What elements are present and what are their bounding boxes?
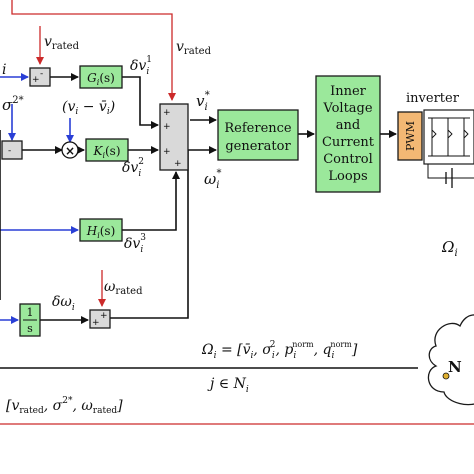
- g-block-sub: i: [97, 78, 100, 87]
- sigma-sq-label: σ2*: [2, 95, 24, 114]
- main-sum-plus-1: +: [163, 108, 171, 118]
- omega-star-label: ωi*: [204, 168, 221, 191]
- integrator-denominator: s: [27, 322, 33, 335]
- omega-set-definition: Ωi = [v̄i, σi2, pinorm, qinorm]: [201, 340, 358, 361]
- h-block-sub: i: [97, 231, 100, 240]
- main-sum-plus-2: +: [163, 122, 171, 132]
- pwm-block: PWM: [397, 111, 423, 161]
- omega-right-label: Ωi: [441, 238, 458, 259]
- inner-line3: and: [336, 118, 360, 133]
- g-block-arg: (s): [99, 71, 115, 85]
- network-letter: N: [448, 358, 462, 376]
- red-wire-top-loop: [11, 0, 176, 101]
- reference-generator-line1: Reference: [224, 121, 292, 136]
- multiplier-symbol: ×: [65, 144, 75, 158]
- inner-line5: Control: [323, 152, 373, 167]
- g-block: Gi(s): [79, 65, 123, 89]
- sum1-plus-sign: +: [32, 75, 40, 85]
- integrator-numerator: 1: [27, 306, 34, 319]
- k-block-sub: i: [102, 151, 105, 160]
- sum2-minus-sign: -: [8, 146, 11, 156]
- inner-line4: Current: [322, 135, 375, 150]
- delta-v2-label: δvi2: [122, 157, 144, 179]
- delta-v1-label: δvi1: [130, 55, 152, 77]
- main-summing-junction: + + + +: [159, 103, 189, 171]
- sum-omega-plus: +: [92, 318, 100, 328]
- g-block-name: G: [87, 71, 97, 85]
- v-rated-label-left: vrated: [44, 34, 80, 52]
- j-in-n-label: j ∈ Ni: [207, 376, 249, 395]
- multiplier: ×: [61, 141, 79, 159]
- h-block-arg: (s): [100, 224, 116, 238]
- inner-line1: Inner: [330, 84, 367, 99]
- summing-junction-omega: + +: [89, 309, 111, 329]
- inverter-label: inverter: [406, 91, 460, 106]
- k-block: Ki(s): [85, 138, 129, 162]
- svg-text:Gi(s): Gi(s): [87, 71, 115, 87]
- main-sum-plus-3: +: [163, 147, 171, 157]
- inner-control-loops-block: Inner Voltage and Current Control Loops: [315, 75, 381, 193]
- integrator-block: 1 s: [19, 303, 41, 337]
- svg-text:Ki(s): Ki(s): [92, 144, 120, 160]
- v-difference-label: (vi − v̄i): [62, 99, 115, 117]
- i-label-left: i: [2, 62, 6, 78]
- inner-line6: Loops: [328, 169, 367, 184]
- reference-generator-line2: generator: [225, 139, 291, 154]
- main-sum-plus-4: +: [174, 159, 182, 169]
- svg-text:Hi(s): Hi(s): [86, 224, 116, 240]
- h-block-name: H: [86, 224, 98, 238]
- rated-vector-label: [vrated, σ2*, ωrated]: [6, 396, 123, 416]
- k-block-name: K: [92, 144, 103, 158]
- wire-h-to-main-sum: [122, 171, 180, 231]
- summing-junction-sigma: -: [1, 140, 23, 160]
- omega-rated-label: ωrated: [104, 279, 143, 297]
- sum1-minus-sign: -: [40, 69, 43, 79]
- delta-v3-label: δvi3: [124, 233, 146, 255]
- h-block: Hi(s): [79, 218, 123, 242]
- inverter-bridge-icon: [423, 109, 474, 188]
- summing-junction-vrated: + -: [29, 67, 51, 87]
- wire-omega-to-ref: [110, 146, 217, 319]
- v-rated-label-right: vrated: [176, 39, 212, 57]
- k-block-arg: (s): [105, 144, 121, 158]
- pwm-label: PWM: [404, 121, 417, 151]
- sum-omega-plus-top: +: [100, 311, 108, 321]
- inner-line2: Voltage: [322, 101, 372, 116]
- network-cloud-icon: N: [427, 314, 474, 406]
- reference-generator-block: Reference generator: [217, 109, 299, 161]
- wire-g-to-main-sum: [122, 76, 159, 129]
- delta-omega-label: δωi: [52, 294, 75, 313]
- v-star-label: vi*: [196, 90, 210, 113]
